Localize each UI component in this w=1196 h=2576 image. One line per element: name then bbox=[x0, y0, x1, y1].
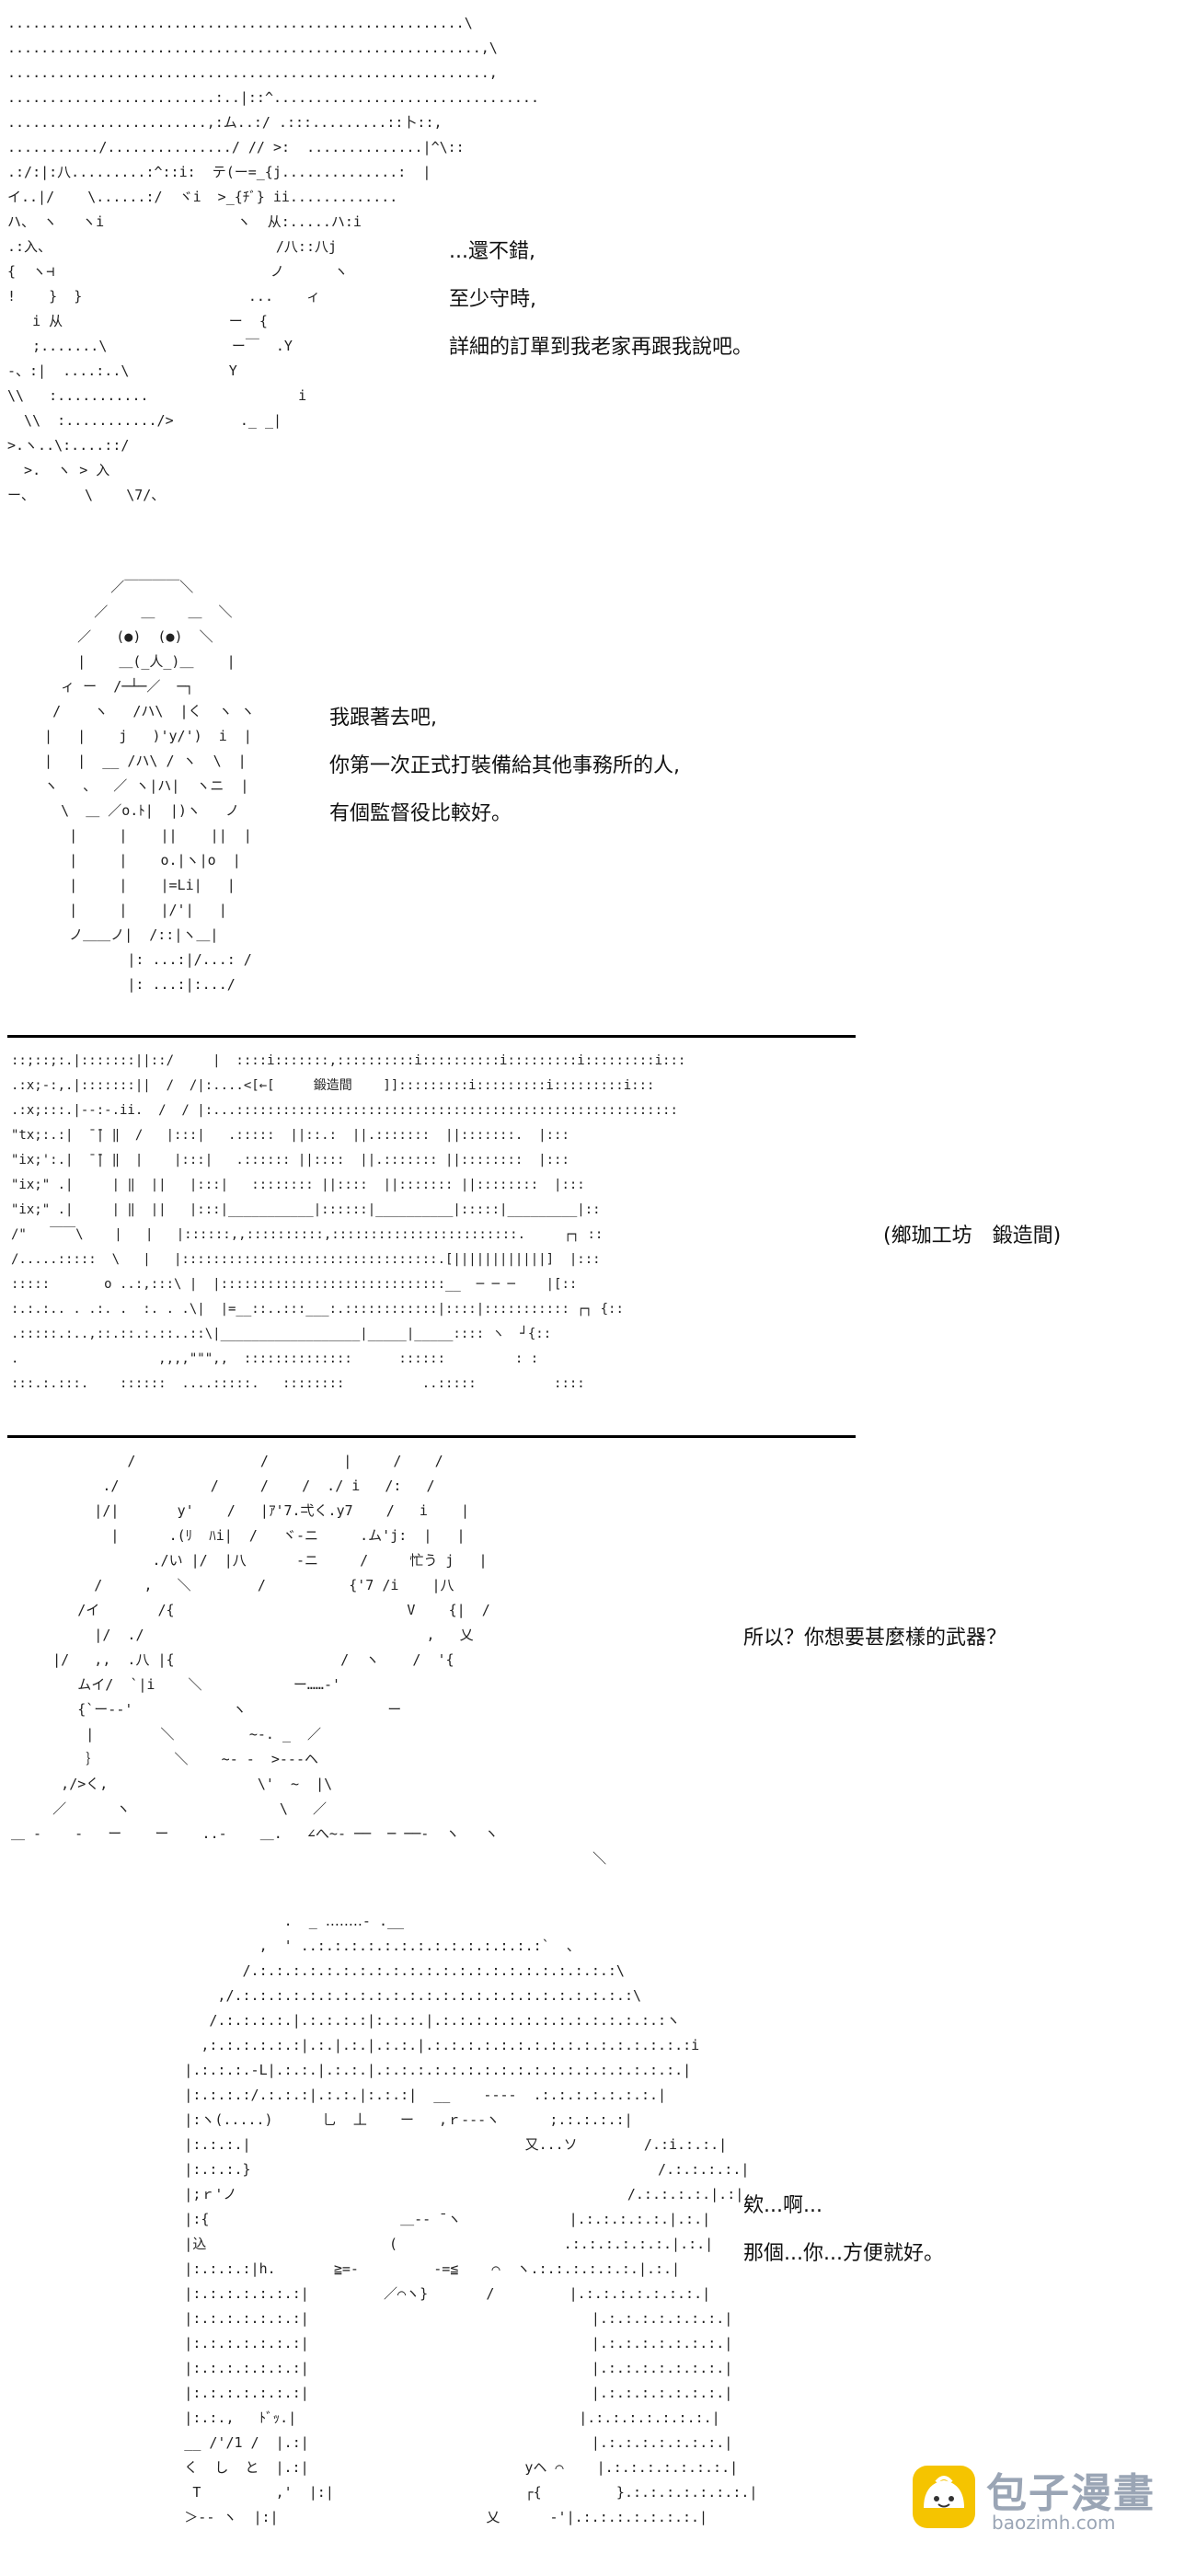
watermark-url: baozimh.com bbox=[992, 2512, 1116, 2534]
dialog-line: ...還不錯, bbox=[449, 240, 535, 263]
watermark: 包子漫畫 baozimh.com bbox=[911, 2455, 1178, 2543]
dialog-line: 所以？你想要甚麼樣的武器？ bbox=[743, 1627, 1007, 1650]
watermark-title: 包子漫畫 bbox=[986, 2470, 1156, 2517]
ascii-art-panel1: ........................................… bbox=[7, 15, 539, 503]
scene-caption: (鄉珈工坊 鍛造間) bbox=[883, 1225, 1062, 1248]
dialog-panel4: 所以？你想要甚麼樣的武器？ bbox=[743, 1615, 1006, 1662]
ascii-art-panel4: / / | / / ./ / / / ./ i /: / |/| y' / |ｱ… bbox=[11, 1453, 607, 1867]
dialog-line: 至少守時, bbox=[449, 288, 536, 311]
dialog-line: 那個...你...方便就好。 bbox=[743, 2242, 944, 2265]
dialog-line: 我跟著去吧, bbox=[329, 707, 437, 730]
dialog-line: 欸...啊... bbox=[743, 2194, 822, 2217]
dialog-panel2: 我跟著去吧, 你第一次正式打裝備給其他事務所的人, 有個監督役比較好。 bbox=[329, 695, 680, 838]
ascii-art-panel5: . _ ‥‥‥‥- .__ , ' ..:.:.:.:.:.:.:.:.:.:.… bbox=[184, 1913, 758, 2525]
panel3-top-border bbox=[7, 1035, 856, 1038]
dialog-line: 詳細的訂單到我老家再跟我說吧。 bbox=[449, 336, 753, 359]
dialog-line: 有個監督役比較好。 bbox=[329, 802, 512, 825]
dialog-panel5: 欸...啊... 那個...你...方便就好。 bbox=[743, 2182, 944, 2278]
ascii-art-panel3: ::;::;:.|:::::::||::/ | ::::i:::::::,:::… bbox=[11, 1053, 686, 1391]
caption-panel3: (鄉珈工坊 鍛造間) bbox=[883, 1213, 1061, 1260]
dialog-panel1: ...還不錯, 至少守時, 詳細的訂單到我老家再跟我說吧。 bbox=[449, 228, 753, 372]
panel3-bottom-border bbox=[7, 1435, 856, 1438]
bun-mascot-icon bbox=[913, 2466, 975, 2528]
ascii-art-panel2: ／￣￣￣￣＼ ／ ＿ ＿ ＼ ／ (●) (●) ＼ | ＿(_人_)＿ | ィ… bbox=[44, 579, 255, 993]
dialog-line: 你第一次正式打裝備給其他事務所的人, bbox=[329, 754, 680, 777]
